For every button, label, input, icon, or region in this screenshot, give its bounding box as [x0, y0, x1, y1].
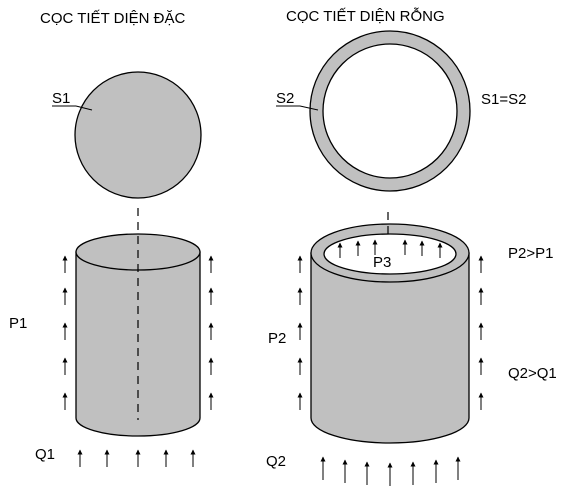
- s1-leader-line: [75, 105, 93, 111]
- label-s2: S2: [276, 90, 294, 107]
- p3-inner-arrows: [337, 239, 443, 258]
- label-s-equal: S1=S2: [481, 91, 526, 108]
- label-p-compare: P2>P1: [508, 245, 553, 262]
- label-p1: P1: [9, 315, 27, 332]
- title-hollow-pile: CỌC TIẾT DIỆN RỖNG: [286, 7, 445, 25]
- solid-cross-section: [74, 71, 202, 199]
- q2-base-arrows: [320, 456, 461, 486]
- solid-pile-cylinder: [75, 233, 201, 437]
- label-q2: Q2: [266, 453, 286, 470]
- s2-leader-line: [299, 105, 319, 111]
- label-p2: P2: [268, 330, 286, 347]
- label-s1: S1: [52, 90, 70, 107]
- title-solid-pile: CỌC TIẾT DIỆN ĐẶC: [40, 10, 185, 27]
- q1-base-arrows: [77, 449, 196, 467]
- label-q-compare: Q2>Q1: [508, 365, 557, 382]
- label-q1: Q1: [35, 446, 55, 463]
- label-p3: P3: [373, 254, 391, 271]
- hollow-cross-section: [309, 30, 471, 192]
